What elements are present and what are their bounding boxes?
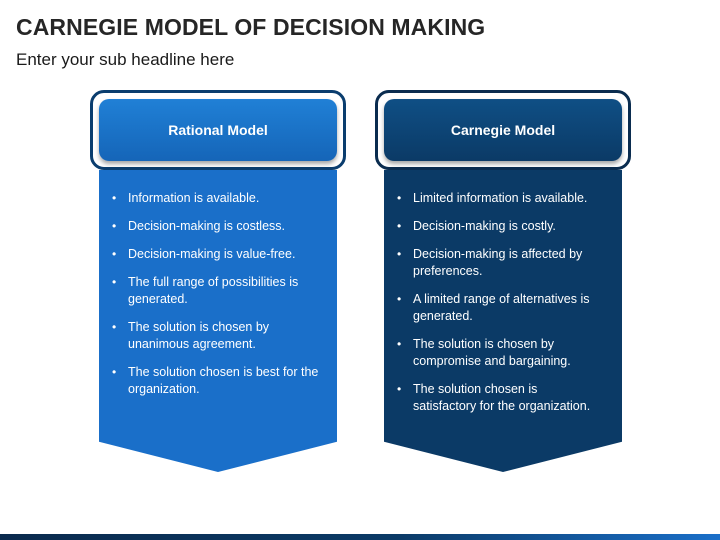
list-item: Decision-making is costly. [397, 218, 604, 235]
list-item: The solution chosen is satisfactory for … [397, 381, 604, 415]
list-item: Decision-making is affected by preferenc… [397, 246, 604, 280]
page-title: CARNEGIE MODEL OF DECISION MAKING [16, 14, 486, 40]
rational-model-header: Rational Model [99, 99, 337, 161]
page-subtitle: Enter your sub headline here [16, 50, 235, 69]
carnegie-model-header: Carnegie Model [384, 99, 622, 161]
rational-model-panel: Information is available. Decision-makin… [99, 170, 337, 472]
carnegie-model-panel: Limited information is available. Decisi… [384, 170, 622, 472]
rational-model-list: Information is available. Decision-makin… [99, 170, 337, 398]
list-item: A limited range of alternatives is gener… [397, 291, 604, 325]
list-item: Limited information is available. [397, 190, 604, 207]
rational-model-header-frame: Rational Model [90, 90, 346, 170]
list-item: The solution is chosen by unanimous agre… [112, 319, 319, 353]
list-item: The solution chosen is best for the orga… [112, 364, 319, 398]
carnegie-model-list: Limited information is available. Decisi… [384, 170, 622, 415]
footer-accent-bar [0, 534, 720, 540]
list-item: Decision-making is costless. [112, 218, 319, 235]
list-item: Information is available. [112, 190, 319, 207]
carnegie-model-header-frame: Carnegie Model [375, 90, 631, 170]
list-item: The solution is chosen by compromise and… [397, 336, 604, 370]
list-item: The full range of possibilities is gener… [112, 274, 319, 308]
list-item: Decision-making is value-free. [112, 246, 319, 263]
